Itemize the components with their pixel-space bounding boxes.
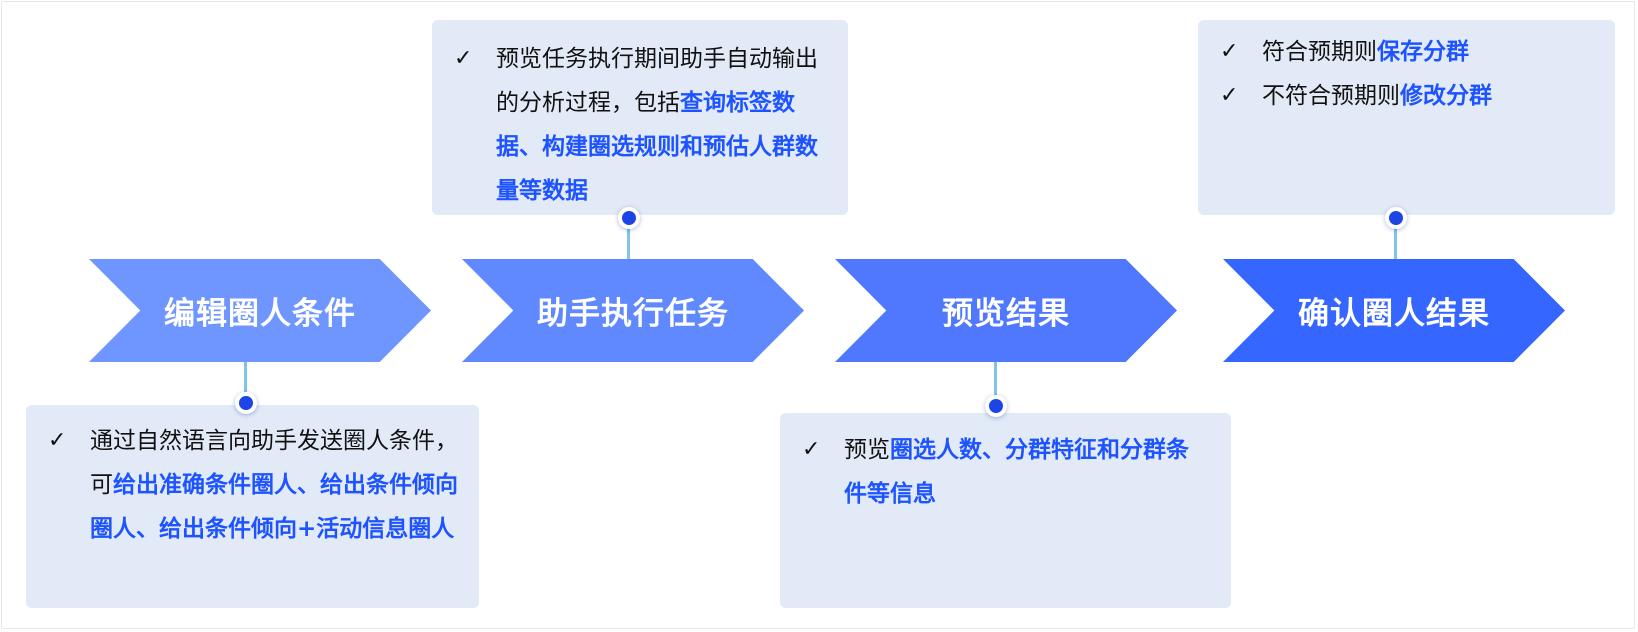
connector-step1 (244, 362, 247, 402)
connector-step3 (994, 362, 997, 404)
note-item: ✓ 通过自然语言向助手发送圈人条件，可给出准确条件圈人、给出条件倾向圈人、给出条… (48, 419, 461, 551)
check-icon: ✓ (1220, 83, 1239, 108)
note-item: ✓ 不符合预期则修改分群 (1220, 74, 1597, 118)
check-icon: ✓ (48, 428, 67, 453)
connector-step4 (1394, 218, 1397, 259)
check-icon: ✓ (1220, 39, 1239, 64)
note-highlight: 查询标签数据、构建圈选规则和预估人群数量等数据 (496, 90, 818, 204)
note-text: 预览 (844, 437, 890, 463)
node-dot-step4 (1385, 207, 1407, 229)
step-label: 预览结果 (942, 296, 1070, 332)
note-box-step4: ✓ 符合预期则保存分群 ✓ 不符合预期则修改分群 (1198, 20, 1615, 215)
node-dot-step3 (985, 395, 1007, 417)
note-highlight: 圈选人数、分群特征和分群条件等信息 (844, 437, 1189, 507)
step-label: 编辑圈人条件 (164, 296, 356, 332)
note-text: 符合预期则 (1262, 39, 1377, 65)
note-box-step1: ✓ 通过自然语言向助手发送圈人条件，可给出准确条件圈人、给出条件倾向圈人、给出条… (26, 405, 479, 608)
check-icon: ✓ (454, 46, 473, 71)
note-item: ✓ 符合预期则保存分群 (1220, 30, 1597, 74)
note-item: ✓ 预览任务执行期间助手自动输出的分析过程，包括查询标签数据、构建圈选规则和预估… (454, 37, 830, 213)
check-icon: ✓ (802, 437, 821, 462)
note-text: 预览任务执行期间助手自动输出的分析过程，包括 (496, 46, 818, 116)
step-arrow-1: 编辑圈人条件 (89, 259, 431, 362)
note-highlight: 修改分群 (1400, 83, 1492, 109)
note-highlight: 保存分群 (1377, 39, 1469, 65)
node-dot-step2 (618, 207, 640, 229)
step-label: 助手执行任务 (537, 296, 729, 332)
step-arrow-2: 助手执行任务 (462, 259, 804, 362)
note-text: 通过自然语言向助手发送圈人条件，可 (90, 428, 458, 498)
step-arrow-3: 预览结果 (835, 259, 1177, 362)
note-text: 不符合预期则 (1262, 83, 1400, 109)
note-box-step2: ✓ 预览任务执行期间助手自动输出的分析过程，包括查询标签数据、构建圈选规则和预估… (432, 20, 848, 215)
note-highlight: 给出准确条件圈人、给出条件倾向圈人、给出条件倾向+活动信息圈人 (90, 472, 458, 542)
node-dot-step1 (235, 392, 257, 414)
note-box-step3: ✓ 预览圈选人数、分群特征和分群条件等信息 (780, 413, 1231, 608)
connector-step2 (627, 218, 630, 259)
step-arrow-4: 确认圈人结果 (1223, 259, 1565, 362)
note-item: ✓ 预览圈选人数、分群特征和分群条件等信息 (802, 428, 1201, 516)
step-label: 确认圈人结果 (1298, 296, 1490, 332)
